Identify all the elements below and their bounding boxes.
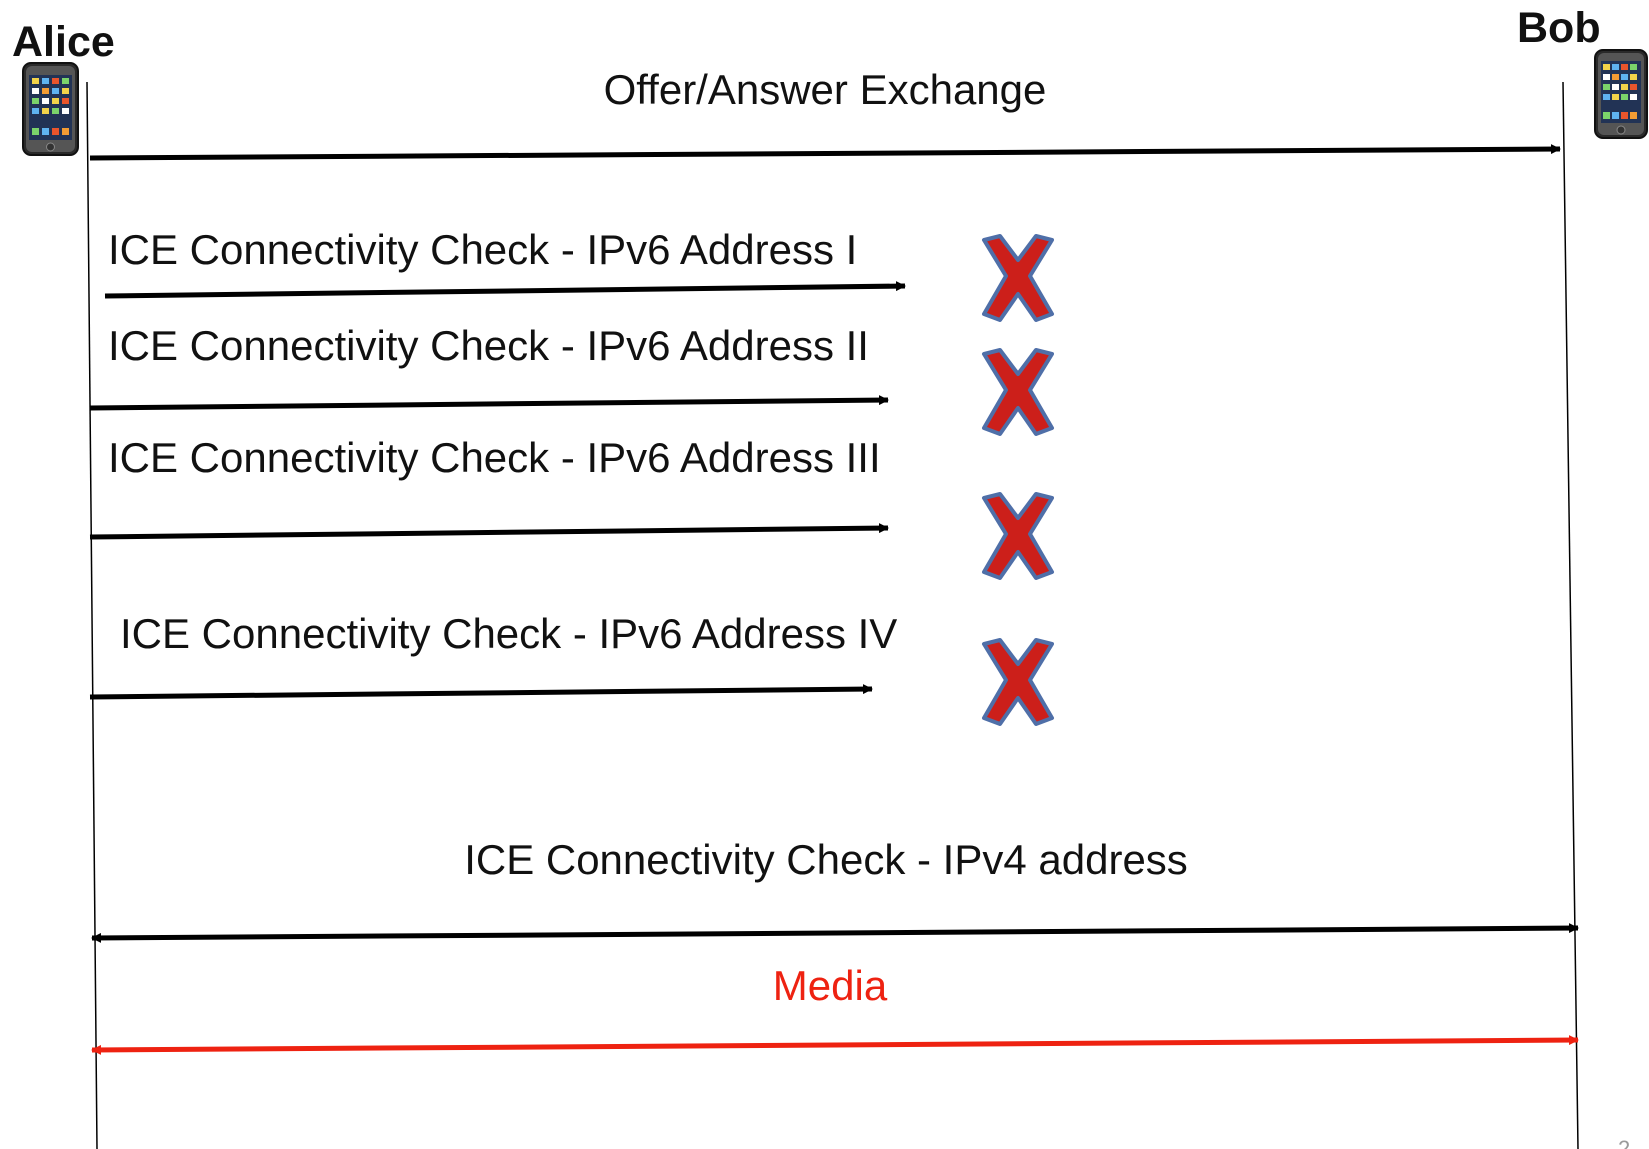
- failure-x-icon: [982, 638, 1054, 726]
- failure-x-icon: [982, 492, 1054, 580]
- alice-label: Alice: [12, 18, 115, 66]
- ice-ipv6-4-label: ICE Connectivity Check - IPv6 Address IV: [120, 610, 897, 657]
- media-arrow: [91, 1035, 1579, 1055]
- bob-lifeline: [1562, 81, 1579, 1149]
- ice-ipv6-3-arrow: [89, 523, 889, 540]
- page-number: 2: [1618, 1136, 1630, 1149]
- offer-answer-arrow: [89, 144, 1561, 161]
- alice-smartphone-icon: [22, 62, 79, 156]
- offer-answer-label: Offer/Answer Exchange: [604, 66, 1047, 113]
- failure-x-icon: [982, 348, 1054, 436]
- ice-ipv6-2-label: ICE Connectivity Check - IPv6 Address II: [108, 322, 869, 369]
- ice-ipv6-3-label: ICE Connectivity Check - IPv6 Address II…: [108, 434, 881, 481]
- failure-x-icon: [982, 234, 1054, 322]
- ice-ipv6-1-arrow: [104, 281, 906, 299]
- media-label: Media: [773, 962, 888, 1009]
- ice-ipv6-4-arrow: [89, 684, 873, 700]
- ice-ipv4-arrow: [91, 923, 1579, 943]
- bob-smartphone-icon: [1594, 49, 1648, 139]
- ice-ipv4-label: ICE Connectivity Check - IPv4 address: [464, 836, 1188, 883]
- alice-lifeline: [86, 81, 98, 1149]
- ice-ipv6-2-arrow: [89, 395, 889, 411]
- ice-ipv6-1-label: ICE Connectivity Check - IPv6 Address I: [108, 226, 857, 273]
- bob-label: Bob: [1517, 4, 1601, 52]
